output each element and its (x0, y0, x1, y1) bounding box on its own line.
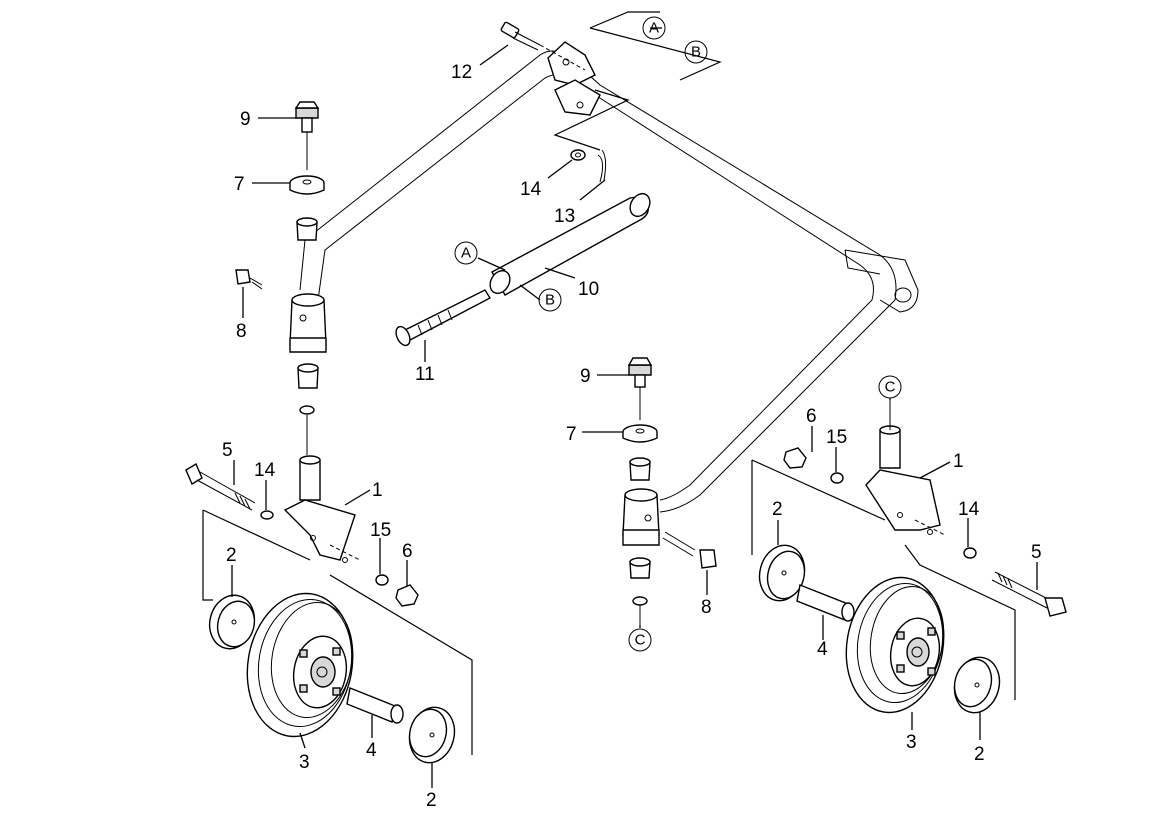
tube-10 (489, 192, 651, 296)
callout-3-right: 3 (906, 732, 917, 753)
ref-b-top: B (684, 40, 708, 64)
callout-14-right: 14 (958, 499, 980, 520)
left-callout-frame (202, 510, 213, 601)
left-hubcap-2a (208, 594, 256, 650)
bolt-12 (500, 21, 541, 51)
right-bolt-5 (991, 571, 1067, 617)
right-hubcap-2b (953, 656, 1001, 714)
top-bracket (539, 41, 601, 116)
callout-2-left-a: 2 (226, 545, 237, 566)
callout-7-mid: 7 (566, 424, 577, 445)
callout-13: 13 (554, 206, 575, 227)
callout-9-left: 9 (240, 109, 251, 130)
ref-c-right: C (878, 375, 902, 399)
axle-bolt-11 (395, 289, 491, 347)
left-washer-15 (375, 574, 389, 586)
ref-a-top-label: A (649, 20, 659, 37)
callout-8-left: 8 (236, 321, 247, 342)
callout-2-right-a: 2 (772, 499, 783, 520)
left-fork-1 (283, 455, 361, 563)
callout-1-left: 1 (372, 480, 383, 501)
ref-a-top: A (642, 16, 666, 40)
callout-8-mid: 8 (701, 597, 712, 618)
callout-7-left: 7 (234, 174, 245, 195)
callout-numbers: 9 7 8 5 14 1 15 6 2 3 4 2 12 14 13 10 11… (222, 62, 1042, 811)
callout-12: 12 (451, 62, 472, 83)
callout-6-right: 6 (806, 406, 817, 427)
ref-c-right-label: C (885, 379, 896, 396)
right-washer-15 (830, 472, 844, 484)
ref-b-pin: B (538, 288, 562, 312)
right-washer-14 (963, 547, 977, 559)
right-spacer-4 (796, 584, 855, 622)
right-hubcap-2a (758, 544, 806, 602)
callout-2-left-b: 2 (426, 790, 437, 811)
left-caster-column (235, 101, 327, 455)
right-nut-6 (783, 447, 807, 469)
callout-15-left: 15 (370, 520, 391, 541)
left-wheel-3 (246, 592, 354, 738)
middle-column (622, 357, 717, 625)
callout-6-left: 6 (402, 541, 413, 562)
callout-15-right: 15 (826, 427, 847, 448)
left-bolt-5 (185, 462, 274, 520)
callout-5-right: 5 (1031, 542, 1042, 563)
ref-c-mid-label: C (635, 632, 646, 649)
callout-9-mid: 9 (580, 366, 591, 387)
leader-lines (231, 27, 1038, 788)
callout-3-left: 3 (299, 752, 310, 773)
callout-4-left: 4 (366, 740, 377, 761)
ref-c-mid: C (628, 628, 652, 652)
callout-5-left: 5 (222, 440, 233, 461)
right-fork-1 (865, 400, 946, 536)
right-wheel-3 (845, 576, 945, 714)
callout-2-right-b: 2 (974, 744, 985, 765)
washer-14-mid (570, 149, 586, 161)
callout-14-mid: 14 (520, 179, 542, 200)
left-hubcap-2b (408, 706, 456, 764)
ref-b-top-label: B (691, 44, 701, 61)
ref-a-pin-label: A (461, 245, 471, 262)
callout-11: 11 (415, 364, 435, 385)
callout-10: 10 (578, 279, 599, 300)
left-nut-6 (395, 584, 419, 607)
ref-b-pin-label: B (545, 292, 555, 309)
ref-a-pin: A (454, 241, 478, 265)
callout-frames (553, 11, 722, 151)
callout-14-left: 14 (254, 460, 276, 481)
cotter-pin-13 (597, 149, 607, 183)
callout-1-right: 1 (953, 451, 964, 472)
callout-4-right: 4 (817, 639, 828, 660)
left-spacer-4 (346, 687, 404, 724)
